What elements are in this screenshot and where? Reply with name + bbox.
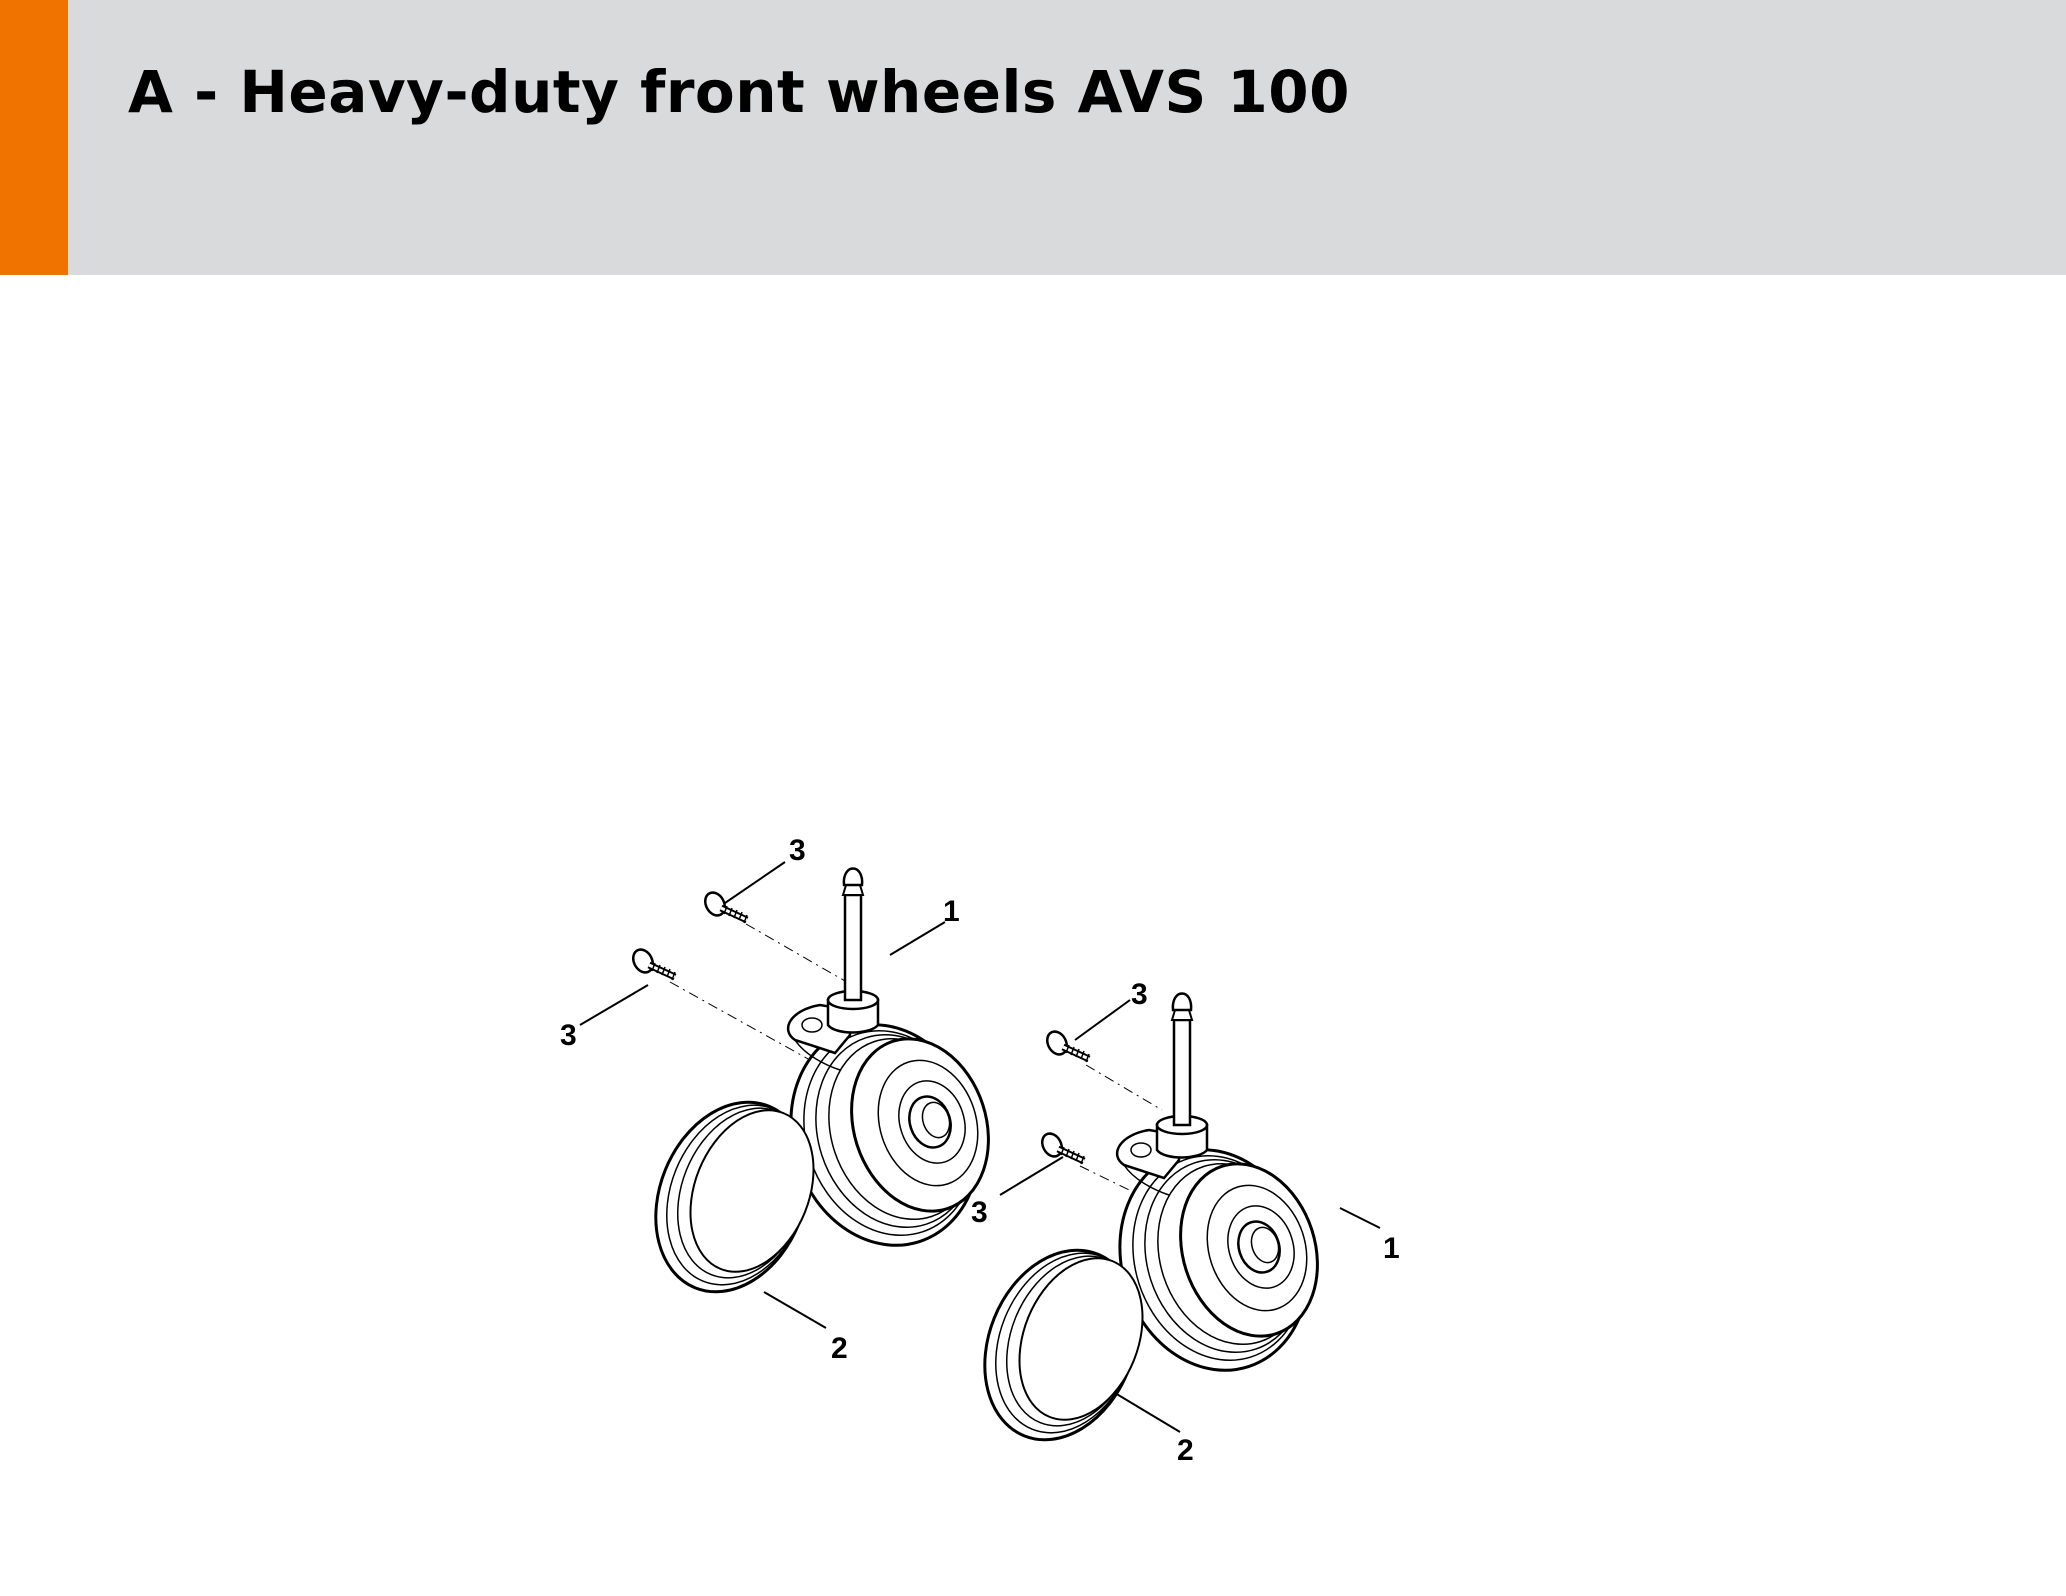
accent-bar <box>0 0 68 275</box>
callout-3-upper-right: 3 <box>1131 978 1148 1011</box>
callout-3-upper-left: 3 <box>789 834 806 867</box>
callout-3-lower-left: 3 <box>560 1019 577 1052</box>
callout-1-right: 1 <box>1383 1232 1400 1265</box>
page-header: A - Heavy-duty front wheels AVS 100 <box>0 0 2066 275</box>
callout-2-left: 2 <box>831 1332 848 1365</box>
screw-upper-right <box>1043 1028 1089 1062</box>
screw-lower-left <box>629 946 675 980</box>
screw-upper-left <box>701 889 747 923</box>
page-title: A - Heavy-duty front wheels AVS 100 <box>128 58 1350 126</box>
callout-1-left: 1 <box>943 895 960 928</box>
leader-lines <box>579 861 1381 1433</box>
callout-3-lower-right: 3 <box>971 1196 988 1229</box>
callout-2-right: 2 <box>1177 1434 1194 1467</box>
